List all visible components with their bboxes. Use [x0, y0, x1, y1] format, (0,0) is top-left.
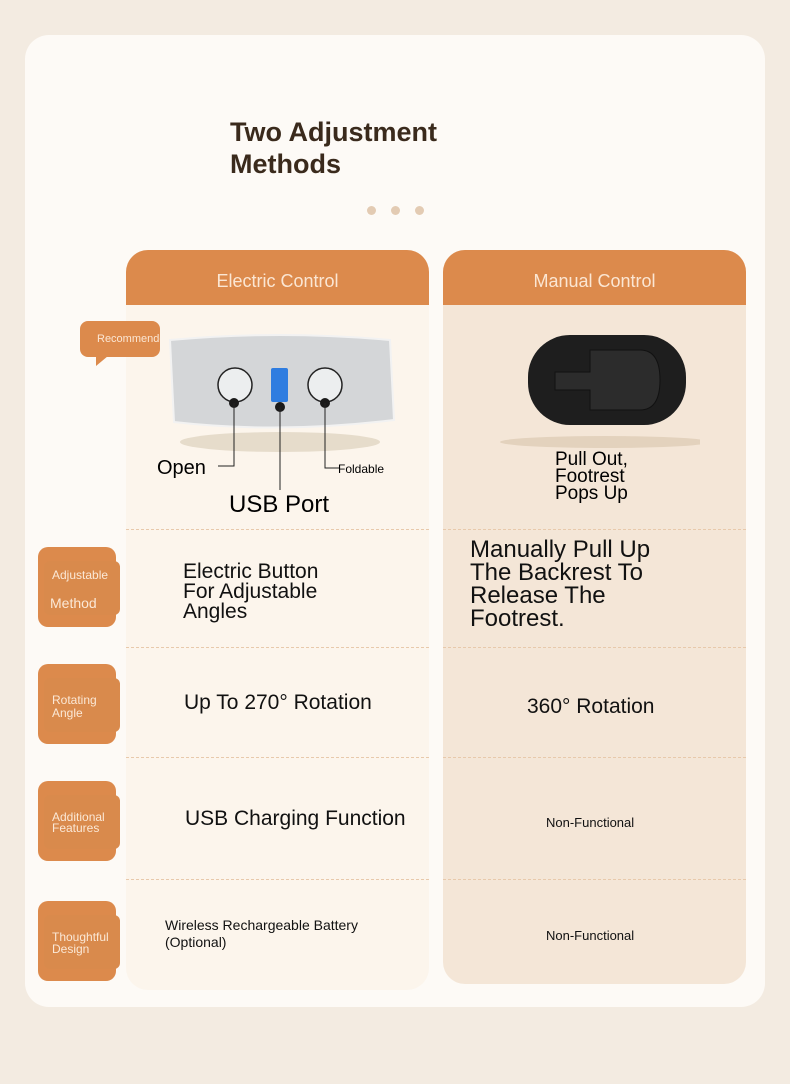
electric-control-header: Electric Control [126, 250, 429, 305]
electric-thoughtful-design: Wireless Rechargeable Battery(Optional) [165, 917, 358, 950]
manual-rotating-angle: 360° Rotation [527, 695, 655, 718]
open-callout: Open [157, 457, 206, 479]
manual-additional-features: Non-Functional [546, 815, 635, 830]
decorative-dots [367, 206, 424, 215]
electric-rotating-angle: Up To 270° Rotation [184, 691, 372, 714]
electric-additional-features: USB Charging Function [185, 807, 406, 830]
manual-thoughtful-design: Non-Functional [546, 928, 635, 943]
recommended-badge: Recommended [80, 321, 160, 357]
manual-control-header: Manual Control [443, 250, 746, 305]
manual-pull-handle-image [500, 335, 700, 448]
usb-port-callout: USB Port [229, 491, 330, 518]
electric-control-panel-image [168, 334, 396, 490]
foldable-callout: Foldable [338, 462, 385, 476]
